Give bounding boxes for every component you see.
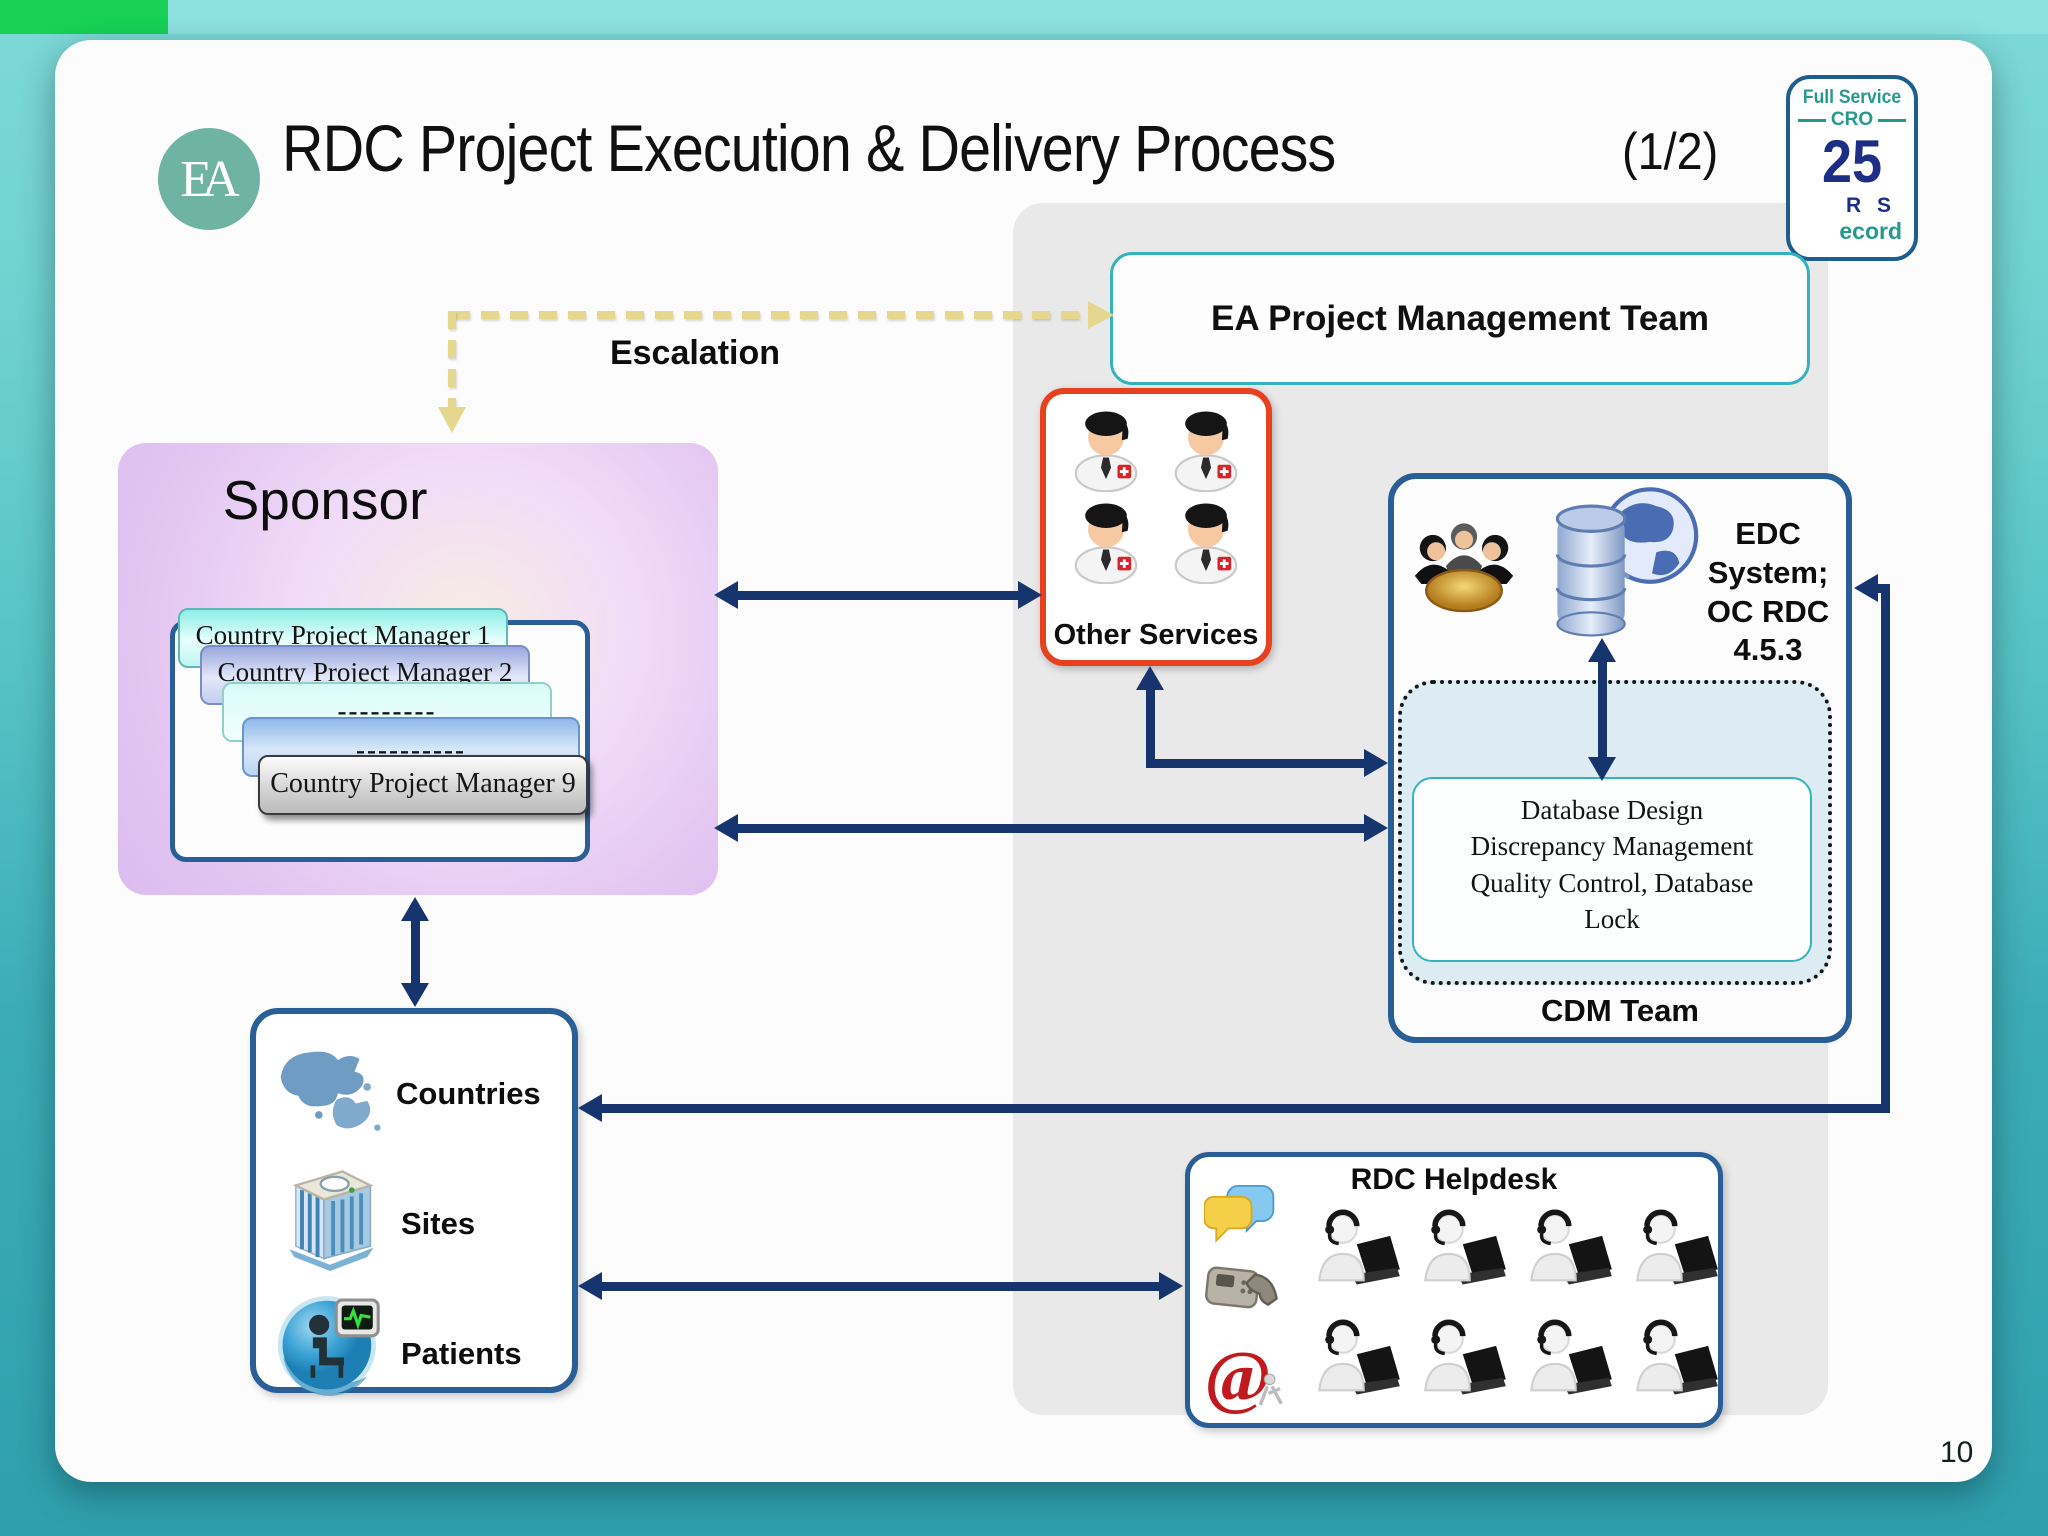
meeting-team-icon: [1405, 512, 1523, 620]
helpdesk-agent-icon: [1516, 1205, 1616, 1289]
page-title: RDC Project Execution & Delivery Process: [282, 111, 1336, 185]
ea-project-management-team-box: EA Project Management Team: [1110, 252, 1810, 385]
building-icon: [274, 1156, 386, 1274]
escalation-label: Escalation: [609, 334, 781, 372]
helpdesk-agent-icon: [1622, 1315, 1722, 1399]
company-logo: EA: [158, 128, 260, 230]
arrow-edc-to-cdm-head-up: [1588, 638, 1616, 662]
arrow-sponsor-countries-line: [411, 919, 420, 985]
arrow-sponsor-cdm-line: [736, 824, 1368, 833]
arrow-sponsor-countries-head-up: [401, 897, 429, 921]
arrow-countries-helpdesk-head-right: [1159, 1272, 1183, 1300]
cdm-team-label: CDM Team: [1541, 993, 1699, 1028]
country-project-manager-9: Country Project Manager 9: [258, 755, 588, 815]
phone-icon: [1198, 1253, 1288, 1325]
doctor-icon: [1156, 492, 1256, 584]
escalation-arrow-vertical: [448, 311, 456, 407]
helpdesk-agent-icon: [1304, 1205, 1404, 1289]
other-services-box: Other Services: [1040, 388, 1272, 666]
arrow-otherservices-cdm-head-up: [1136, 666, 1164, 690]
arrow-sponsor-otherservices-line: [736, 591, 1022, 600]
cdm-tasks-box: Database Design Discrepancy Management Q…: [1412, 777, 1812, 962]
badge-cro-text: CRO: [1830, 109, 1874, 130]
arrow-edc-loop-head-left: [1854, 574, 1878, 602]
countries-label: Countries: [396, 1076, 541, 1111]
arrow-otherservices-cdm-hline: [1146, 759, 1368, 768]
ea-project-management-team-label: EA Project Management Team: [1211, 298, 1709, 338]
helpdesk-agent-icon: [1410, 1205, 1510, 1289]
arrow-edc-loop-bottom-line: [600, 1104, 1890, 1113]
sponsor-title: Sponsor: [222, 469, 428, 531]
edc-system-label: EDC System; OC RDC 4.5.3: [1706, 516, 1830, 668]
other-services-label: Other Services: [1053, 618, 1259, 651]
doctor-icon: [1156, 400, 1256, 492]
helpdesk-agent-icon: [1410, 1315, 1510, 1399]
escalation-arrowhead-right: [1088, 301, 1114, 329]
map-icon: [264, 1036, 394, 1148]
badge-number: 25: [1821, 128, 1883, 195]
full-service-cro-badge: Full Service CRO 25 R S ecord: [1786, 75, 1918, 261]
rdc-helpdesk-title: RDC Helpdesk: [1350, 1163, 1558, 1196]
page-indicator: (1/2): [1622, 123, 1719, 181]
arrow-countries-helpdesk-line: [600, 1282, 1163, 1291]
arrow-otherservices-cdm-head-right: [1364, 749, 1388, 777]
escalation-arrow-horizontal: [452, 311, 1092, 319]
patients-label: Patients: [401, 1336, 522, 1371]
page-number: 10: [1940, 1436, 1974, 1469]
doctor-icons-grid: [1056, 400, 1256, 584]
rdc-helpdesk-box: RDC Helpdesk: [1185, 1152, 1723, 1428]
arrow-sponsor-cdm-head-left: [714, 814, 738, 842]
chat-bubbles-icon: [1204, 1181, 1282, 1249]
badge-top-label: Full Service: [1802, 87, 1902, 108]
arrow-countries-helpdesk-head-left: [578, 1272, 602, 1300]
arrow-sponsor-countries-head-down: [401, 983, 429, 1007]
arrow-edc-loop-vline: [1881, 584, 1890, 1113]
escalation-arrowhead-down: [438, 407, 466, 433]
arrow-otherservices-cdm-vline: [1146, 688, 1155, 768]
field-units-box: Countries Sites Patients: [250, 1008, 578, 1393]
company-logo-text: EA: [180, 150, 239, 208]
doctor-icon: [1056, 492, 1156, 584]
arrow-sponsor-cdm-head-right: [1364, 814, 1388, 842]
helpdesk-agent-icon: [1304, 1315, 1404, 1399]
helpdesk-agent-icon: [1622, 1205, 1722, 1289]
doctor-icon: [1056, 400, 1156, 492]
badge-record-partial: ecord: [1839, 218, 1902, 244]
arrow-sponsor-otherservices-head-left: [714, 581, 738, 609]
arrow-sponsor-otherservices-head-right: [1018, 581, 1042, 609]
patient-icon: [274, 1286, 386, 1398]
background-top-strip: [0, 0, 2048, 34]
background-green-block: [0, 0, 168, 34]
arrow-edc-to-cdm-line: [1598, 660, 1607, 760]
sites-label: Sites: [401, 1206, 476, 1241]
badge-cro-label: CRO: [1796, 109, 1908, 131]
arrow-edc-loop-head-countries: [578, 1094, 602, 1122]
helpdesk-agent-icon: [1516, 1315, 1616, 1399]
arrow-edc-to-cdm-head-down: [1588, 757, 1616, 781]
email-at-icon: [1202, 1335, 1286, 1419]
badge-years-partial: R S: [1845, 194, 1896, 217]
